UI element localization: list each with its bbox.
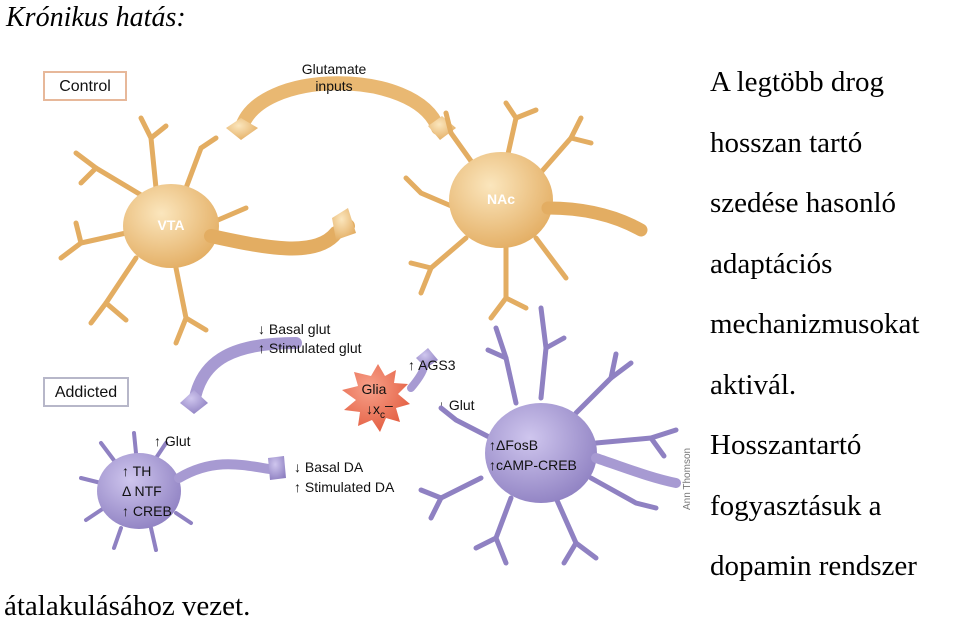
ntf-label: Δ NTF <box>122 483 162 499</box>
right-text-line: Hosszantartó <box>710 429 862 461</box>
vta-label: VTA <box>158 217 185 233</box>
glia-label: Glia <box>362 381 387 397</box>
addicted-vta-neuron: ↑ Glut ↑ TH Δ NTF ↑ CREB ↓ Basal DA ↑ St… <box>79 431 395 552</box>
basal-glut-label: ↓ Basal glut <box>258 321 330 337</box>
right-text-block: A legtöbb drog hosszan tartó szedése has… <box>710 52 960 597</box>
addiction-neuron-diagram: Control Glutamate inputs VTA <box>36 58 692 570</box>
right-text-line: szedése hasonló <box>710 187 897 219</box>
addicted-label-box: Addicted <box>43 377 129 407</box>
addicted-glut-arc: ↓ Basal glut ↑ Stimulated glut <box>180 321 362 414</box>
control-label: Control <box>59 78 111 95</box>
glutamate-input-arc: Glutamate inputs <box>226 61 456 140</box>
slide-heading: Krónikus hatás: <box>6 2 186 33</box>
glutamate-label-line1: Glutamate <box>302 61 367 77</box>
right-text-line: hosszan tartó <box>710 126 863 159</box>
vta-neuron: VTA <box>58 115 356 346</box>
glia-cell: Glia ↓xc– ↑ AGS3 ↓ Glut <box>342 348 475 432</box>
glutamate-label-line2: inputs <box>315 78 352 94</box>
control-label-box: Control <box>43 71 127 101</box>
right-text-line: A legtöbb drog <box>710 66 884 98</box>
addicted-nac-neuron: ↑ΔFosB ↑cAMP-CREB <box>418 305 681 566</box>
addicted-label: Addicted <box>55 384 117 401</box>
stimulated-glut-label: ↑ Stimulated glut <box>258 340 362 356</box>
creb-label: ↑ CREB <box>122 503 172 519</box>
stimulated-da-label: ↑ Stimulated DA <box>294 479 395 495</box>
basal-da-label: ↓ Basal DA <box>294 459 364 475</box>
figure-credit: Ann Thomson <box>682 448 692 510</box>
nac-neuron: NAc <box>403 100 648 321</box>
right-text-line: fogyasztásuk a <box>710 489 882 522</box>
right-text-line: adaptációs <box>710 247 833 280</box>
ags3-label: ↑ AGS3 <box>408 357 456 373</box>
camp-creb-label: ↑cAMP-CREB <box>489 457 577 473</box>
glut-down-label: ↓ Glut <box>438 397 475 413</box>
right-text-line: mechanizmusokat <box>710 308 920 340</box>
bottom-text-line: átalakulásához vezet. <box>4 590 251 622</box>
right-text-line: aktivál. <box>710 368 797 401</box>
th-label: ↑ TH <box>122 463 151 479</box>
nac-label: NAc <box>487 191 515 207</box>
glut-up-label: ↑ Glut <box>154 433 191 449</box>
right-text-line: dopamin rendszer <box>710 550 917 582</box>
fosb-label: ↑ΔFosB <box>489 437 538 453</box>
